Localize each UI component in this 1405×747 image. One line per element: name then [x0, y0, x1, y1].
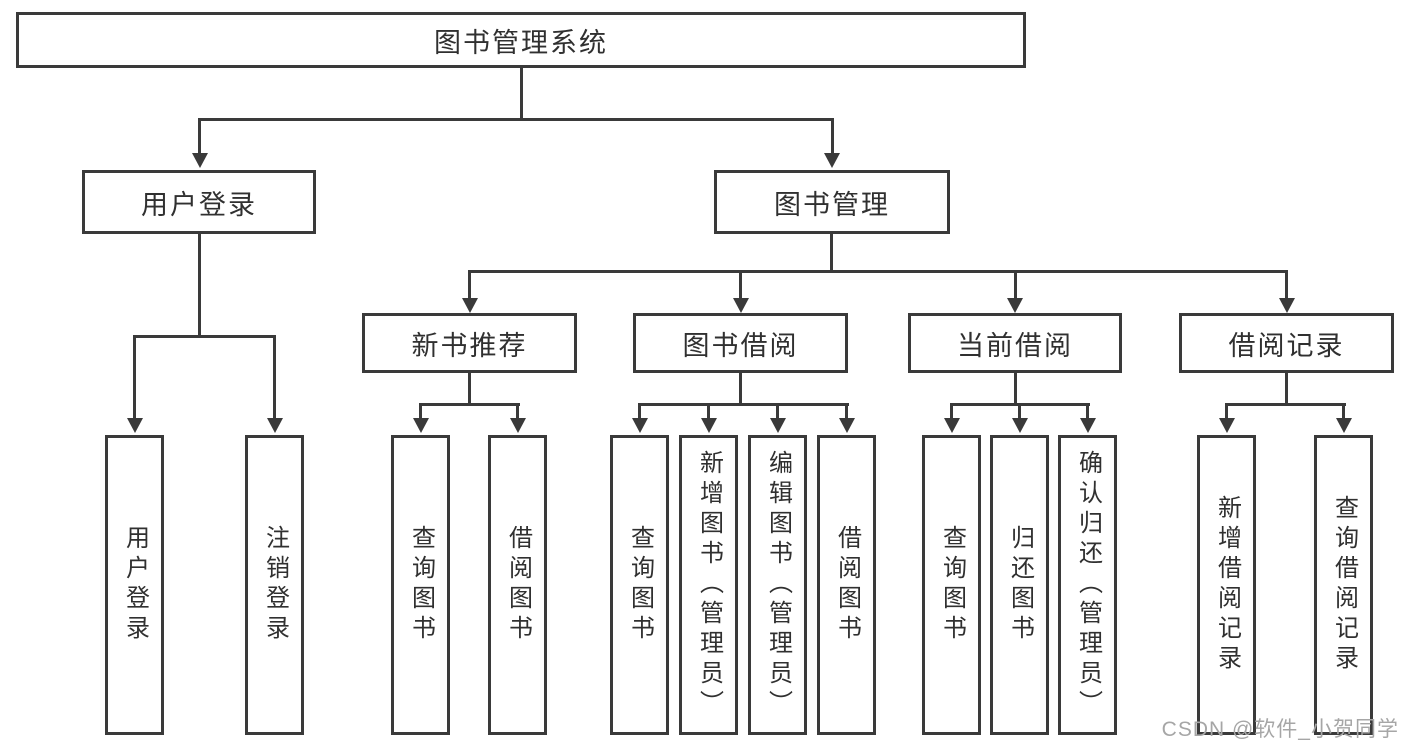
watermark: CSDN @软件_小贺同学 — [1161, 718, 1399, 741]
node-book-management: 图书管理 — [714, 170, 950, 234]
arrowhead-icon — [413, 418, 429, 433]
connector-line — [638, 403, 849, 406]
node-borrow-record: 借阅记录 — [1179, 313, 1394, 373]
connector-line — [468, 373, 471, 403]
connector-line — [133, 335, 276, 338]
leaf-user-login: 用户登录 — [105, 435, 164, 735]
leaf-borrow-query-book-label: 查询图书 — [626, 525, 654, 645]
leaf-query-borrow-record: 查询借阅记录 — [1314, 435, 1373, 735]
connector-line — [1225, 403, 1228, 419]
leaf-recommend-borrow-book: 借阅图书 — [488, 435, 547, 735]
connector-line — [1285, 270, 1288, 301]
arrowhead-icon — [1219, 418, 1235, 433]
connector-line — [198, 118, 834, 121]
node-user-login-label: 用户登录 — [141, 189, 257, 220]
arrowhead-icon — [632, 418, 648, 433]
leaf-current-query-book: 查询图书 — [922, 435, 981, 735]
node-book-borrow: 图书借阅 — [633, 313, 848, 373]
arrowhead-icon — [1007, 298, 1023, 313]
leaf-confirm-return-admin-label: 确认归还（管理员） — [1074, 450, 1102, 720]
node-library-system: 图书管理系统 — [16, 12, 1026, 68]
leaf-borrow-query-book: 查询图书 — [610, 435, 669, 735]
connector-line — [739, 373, 742, 403]
connector-line — [198, 234, 201, 337]
arrowhead-icon — [824, 153, 840, 168]
leaf-return-book: 归还图书 — [990, 435, 1049, 735]
leaf-logout: 注销登录 — [245, 435, 304, 735]
connector-line — [950, 403, 953, 419]
arrowhead-icon — [701, 418, 717, 433]
leaf-recommend-query-book-label: 查询图书 — [407, 525, 435, 645]
node-new-book-recommend: 新书推荐 — [362, 313, 577, 373]
node-borrow-record-label: 借阅记录 — [1228, 330, 1345, 361]
connector-line — [198, 118, 201, 156]
node-new-book-recommend-label: 新书推荐 — [411, 330, 528, 361]
connector-line — [520, 68, 523, 121]
arrowhead-icon — [733, 298, 749, 313]
connector-line — [845, 403, 848, 419]
connector-line — [468, 270, 1288, 273]
connector-line — [133, 335, 136, 421]
connector-line — [419, 403, 422, 419]
connector-line — [776, 403, 779, 419]
connector-line — [516, 403, 519, 419]
leaf-add-book-admin: 新增图书（管理员） — [679, 435, 738, 735]
arrowhead-icon — [1012, 418, 1028, 433]
connector-line — [468, 270, 471, 301]
leaf-add-borrow-record-label: 新增借阅记录 — [1213, 495, 1241, 675]
node-library-system-label: 图书管理系统 — [434, 27, 608, 58]
leaf-current-query-book-label: 查询图书 — [938, 525, 966, 645]
connector-line — [1014, 270, 1017, 301]
node-current-borrow: 当前借阅 — [908, 313, 1122, 373]
connector-line — [273, 335, 276, 421]
arrowhead-icon — [1336, 418, 1352, 433]
node-user-login: 用户登录 — [82, 170, 316, 234]
node-book-management-label: 图书管理 — [774, 189, 890, 220]
leaf-user-login-label: 用户登录 — [121, 525, 149, 645]
arrowhead-icon — [944, 418, 960, 433]
leaf-recommend-borrow-book-label: 借阅图书 — [504, 525, 532, 645]
arrowhead-icon — [1279, 298, 1295, 313]
connector-line — [707, 403, 710, 419]
leaf-logout-label: 注销登录 — [261, 525, 289, 645]
leaf-edit-book-admin: 编辑图书（管理员） — [748, 435, 807, 735]
arrowhead-icon — [192, 153, 208, 168]
leaf-return-book-label: 归还图书 — [1006, 525, 1034, 645]
leaf-borrow-book-label: 借阅图书 — [833, 525, 861, 645]
connector-line — [831, 118, 834, 156]
leaf-borrow-book: 借阅图书 — [817, 435, 876, 735]
arrowhead-icon — [839, 418, 855, 433]
connector-line — [1018, 403, 1021, 419]
arrowhead-icon — [267, 418, 283, 433]
arrowhead-icon — [127, 418, 143, 433]
arrowhead-icon — [510, 418, 526, 433]
leaf-add-borrow-record: 新增借阅记录 — [1197, 435, 1256, 735]
connector-line — [830, 234, 833, 272]
connector-line — [1086, 403, 1089, 419]
leaf-edit-book-admin-label: 编辑图书（管理员） — [764, 450, 792, 720]
connector-line — [1014, 373, 1017, 403]
connector-line — [1285, 373, 1288, 403]
connector-line — [739, 270, 742, 301]
arrowhead-icon — [1080, 418, 1096, 433]
connector-line — [419, 403, 520, 406]
connector-line — [1225, 403, 1346, 406]
leaf-query-borrow-record-label: 查询借阅记录 — [1330, 495, 1358, 675]
leaf-add-book-admin-label: 新增图书（管理员） — [695, 450, 723, 720]
node-current-borrow-label: 当前借阅 — [957, 330, 1073, 361]
connector-line — [1342, 403, 1345, 419]
leaf-confirm-return-admin: 确认归还（管理员） — [1058, 435, 1117, 735]
leaf-recommend-query-book: 查询图书 — [391, 435, 450, 735]
arrowhead-icon — [770, 418, 786, 433]
node-book-borrow-label: 图书借阅 — [682, 330, 799, 361]
arrowhead-icon — [462, 298, 478, 313]
connector-line — [638, 403, 641, 419]
